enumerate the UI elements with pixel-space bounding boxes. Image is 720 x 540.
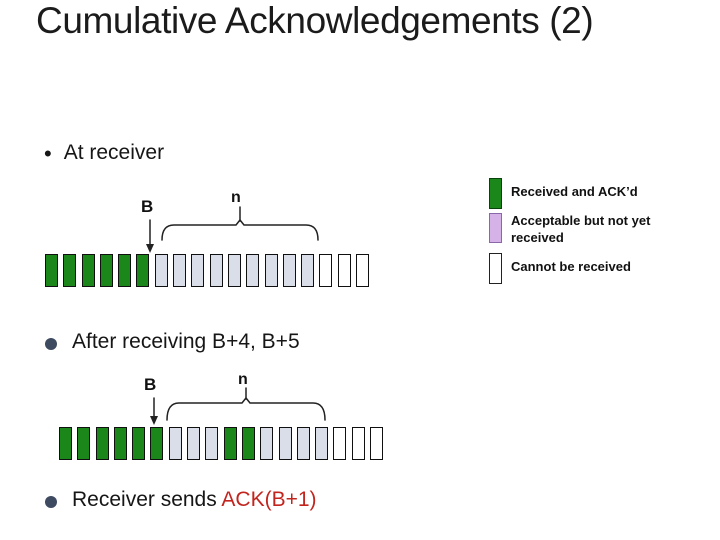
- diagram-after: B n: [0, 358, 430, 468]
- legend-item-cannot: Cannot be received: [489, 253, 631, 284]
- sequence-box-empty: [337, 254, 351, 287]
- sequence-box-window: [264, 254, 278, 287]
- sequence-box-received: [223, 427, 237, 460]
- sequence-box-window: [187, 427, 201, 460]
- ack-value: ACK(B+1): [221, 488, 317, 511]
- sequence-box-row: [59, 427, 384, 460]
- sequence-box-received: [81, 254, 95, 287]
- bullet-circle-icon: [45, 496, 57, 508]
- base-pointer-label: B: [141, 197, 154, 216]
- acceptable-swatch-icon: [489, 213, 502, 243]
- base-arrow-head-icon: [146, 244, 154, 253]
- sequence-box-empty: [356, 254, 370, 287]
- bullet-at-receiver: • At receiver: [44, 141, 164, 167]
- bullet-dot-icon: •: [44, 141, 52, 166]
- sequence-box-received: [95, 427, 109, 460]
- sequence-box-window: [209, 254, 223, 287]
- sequence-box-empty: [333, 427, 347, 460]
- window-brace-icon: [166, 396, 326, 421]
- bullet-at-receiver-label: At receiver: [63, 141, 165, 164]
- legend-item-received: Received and ACK’d: [489, 178, 638, 209]
- sequence-box-window: [168, 427, 182, 460]
- sequence-box-received: [99, 254, 113, 287]
- sequence-box-window: [205, 427, 219, 460]
- sequence-box-window: [315, 427, 329, 460]
- sequence-box-row: [45, 254, 370, 287]
- sequence-box-received: [136, 254, 150, 287]
- sequence-box-received: [45, 254, 58, 287]
- sequence-box-window: [173, 254, 187, 287]
- legend-item-acceptable: Acceptable but not yet received: [489, 213, 659, 247]
- received-swatch-icon: [489, 178, 502, 209]
- diagram-annotations: [150, 387, 326, 425]
- sequence-box-empty: [370, 427, 384, 460]
- sequence-box-received: [150, 427, 164, 460]
- sequence-box-window: [227, 254, 241, 287]
- window-size-label: n: [238, 371, 248, 388]
- sequence-box-received: [132, 427, 146, 460]
- bullet-receiver-sends: Receiver sends ACK(B+1): [45, 488, 317, 512]
- sequence-box-window: [260, 427, 274, 460]
- bullet-after-receiving-label: After receiving B+4, B+5: [72, 330, 300, 353]
- sequence-box-window: [278, 427, 292, 460]
- diagram-annotations: [146, 206, 319, 253]
- sequence-box-window: [246, 254, 260, 287]
- cannot-swatch-icon: [489, 253, 502, 284]
- legend-cannot-label: Cannot be received: [511, 259, 631, 274]
- receiver-sends-prefix: Receiver sends: [72, 488, 222, 511]
- sequence-box-window: [154, 254, 168, 287]
- sequence-box-received: [59, 427, 72, 460]
- sequence-box-window: [296, 427, 310, 460]
- legend-acceptable-label: Acceptable but not yet received: [511, 213, 651, 245]
- sequence-box-window: [301, 254, 315, 287]
- sequence-box-received: [77, 427, 91, 460]
- sequence-box-received: [118, 254, 132, 287]
- sequence-box-empty: [351, 427, 365, 460]
- sequence-box-empty: [319, 254, 333, 287]
- sequence-box-window: [282, 254, 296, 287]
- base-arrow-head-icon: [150, 416, 158, 425]
- sequence-box-window: [191, 254, 205, 287]
- sequence-box-received: [241, 427, 255, 460]
- bullet-circle-icon: [45, 338, 57, 350]
- slide-title: Cumulative Acknowledgements (2): [36, 0, 594, 41]
- bullet-receiver-sends-text: Receiver sends ACK(B+1): [72, 488, 317, 512]
- sequence-box-received: [63, 254, 77, 287]
- legend-received-label: Received and ACK’d: [511, 184, 638, 199]
- diagram-before: B n: [0, 180, 430, 295]
- sequence-box-received: [113, 427, 127, 460]
- window-size-label: n: [231, 189, 241, 206]
- bullet-after-receiving: After receiving B+4, B+5: [45, 330, 300, 354]
- base-pointer-label: B: [144, 375, 157, 394]
- window-brace-icon: [161, 218, 319, 241]
